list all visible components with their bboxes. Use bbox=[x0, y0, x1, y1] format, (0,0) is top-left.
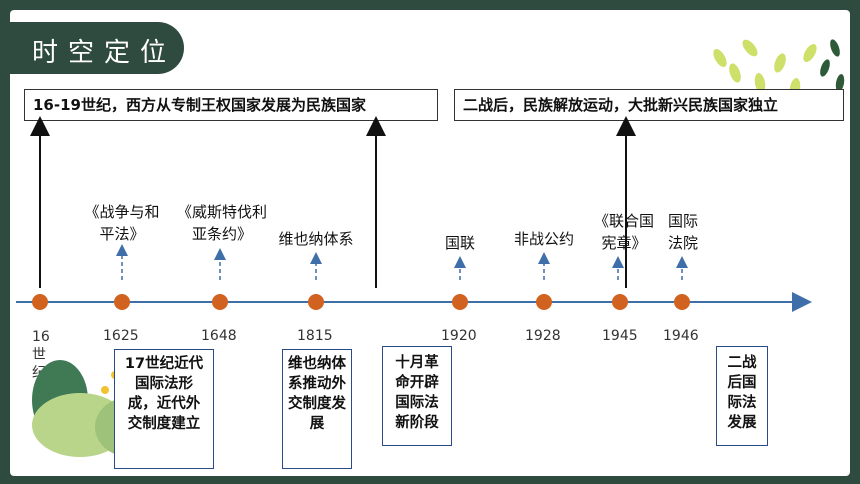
note-17c-text: 17世纪近代国际法形成，近代外交制度建立 bbox=[124, 356, 204, 432]
timeline bbox=[16, 116, 812, 312]
event-1648: 《威斯特伐利亚条约》 bbox=[176, 203, 267, 243]
timeline-dot-1945 bbox=[612, 294, 628, 310]
year-1928: 1928 bbox=[525, 328, 561, 344]
timeline-dot-1815 bbox=[308, 294, 324, 310]
title-badge: 时空定位 bbox=[10, 22, 184, 74]
note-17c: 17世纪近代国际法形成，近代外交制度建立 bbox=[114, 349, 214, 469]
event-1920: 国联 bbox=[444, 234, 475, 252]
timeline-dot-1946 bbox=[674, 294, 690, 310]
note-vienna-text: 维也纳体系推动外交制度发展 bbox=[288, 356, 346, 432]
year-1625: 1625 bbox=[103, 328, 139, 344]
timeline-dot-16c bbox=[32, 294, 48, 310]
event-1625: 《战争与和平法》 bbox=[84, 203, 160, 243]
slide: 时空定位 16-19世纪，西方从专制王权国家发展为民族国家 二战后，民族解放运动… bbox=[10, 10, 850, 476]
year-1946: 1946 bbox=[663, 328, 699, 344]
event-1945: 《联合国宪章》 bbox=[593, 212, 654, 252]
banner-west: 16-19世纪，西方从专制王权国家发展为民族国家 bbox=[24, 89, 438, 121]
timeline-dot-1928 bbox=[536, 294, 552, 310]
note-vienna: 维也纳体系推动外交制度发展 bbox=[282, 349, 352, 469]
note-october-text: 十月革命开辟国际法新阶段 bbox=[395, 355, 439, 431]
year-1648: 1648 bbox=[201, 328, 237, 344]
timeline-dot-1920 bbox=[452, 294, 468, 310]
event-1928: 非战公约 bbox=[513, 230, 574, 248]
note-postwar-text: 二战后国际法发展 bbox=[727, 355, 757, 431]
slide-title: 时空定位 bbox=[32, 38, 177, 68]
timeline-dot-1625 bbox=[114, 294, 130, 310]
year-1920: 1920 bbox=[441, 328, 477, 344]
event-1946: 国际法院 bbox=[667, 212, 698, 252]
year-1815: 1815 bbox=[297, 328, 333, 344]
note-postwar: 二战后国际法发展 bbox=[716, 346, 768, 446]
year-1945: 1945 bbox=[602, 328, 638, 344]
event-1815: 维也纳体系 bbox=[278, 230, 354, 248]
timeline-dot-1648 bbox=[212, 294, 228, 310]
leaves-decoration-icon bbox=[713, 39, 845, 98]
banner-postwar: 二战后，民族解放运动，大批新兴民族国家独立 bbox=[454, 89, 844, 121]
note-october: 十月革命开辟国际法新阶段 bbox=[382, 346, 452, 446]
